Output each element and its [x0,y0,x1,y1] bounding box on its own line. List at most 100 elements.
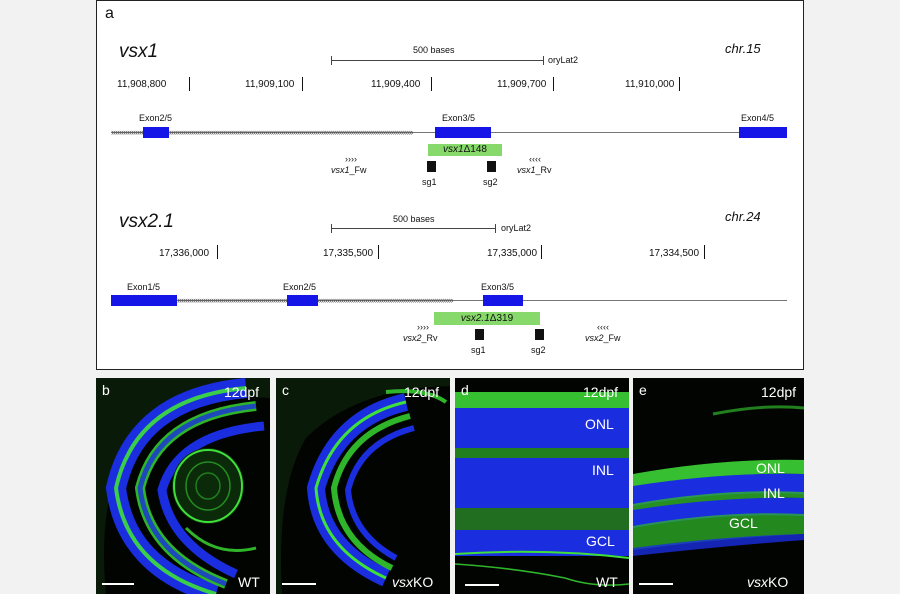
vsx1-sg1-marker [427,161,436,172]
vsx1-coord-tick [679,77,680,91]
micrograph-b-image [96,378,270,594]
vsx1-scale-bar [331,56,544,65]
vsx1-fw-primer-gene: vsx1 [331,165,350,175]
vsx2-chromosome: chr.24 [725,209,761,224]
vsx1-coord-tick [553,77,554,91]
vsx1-rv-primer: vsx1_Rv [517,165,552,175]
vsx2-deletion-gene: vsx2.1 [460,313,490,324]
vsx1-fw-arrows: ›››› [345,154,357,164]
vsx2-rv-primer-gene: vsx2 [403,333,422,343]
panel-b-genotype: WT [238,574,260,590]
vsx1-coord-1: 11,908,800 [117,79,167,90]
vsx1-exon3 [435,127,491,138]
vsx1-rv-primer-gene: vsx1 [517,165,536,175]
panel-letter-c: c [282,382,289,398]
vsx2-coord-tick [378,245,379,259]
vsx1-exon4-label: Exon4/5 [741,113,775,123]
vsx2-coord-1: 17,336,000 [159,248,210,259]
vsx1-coord-tick [302,77,303,91]
vsx2-rv-primer-suffix: _Rv [421,333,438,343]
micrograph-d-image [455,378,629,594]
micrograph-b-wt-eye: b 12dpf WT [96,378,270,594]
vsx1-coord-tick [431,77,432,91]
panel-e-gcl-label: GCL [729,515,758,531]
micrograph-c-image [276,378,450,594]
gene-structure-panel: a vsx1 chr.15 500 bases oryLat2 11,908,8… [96,0,804,370]
panel-b-scale-bar [102,583,134,585]
panel-letter-d: d [461,382,469,398]
panel-e-inl-label: INL [763,485,785,501]
vsx1-assembly: oryLat2 [548,55,579,65]
vsx2-exon2-label: Exon2/5 [283,282,317,292]
panel-d-gcl-label: GCL [586,533,615,549]
vsx2-sg2-label: sg2 [531,345,546,355]
vsx2-fw-arrows: ‹‹‹‹ [597,322,609,332]
vsx2-coord-3: 17,335,000 [487,248,538,259]
panel-d-genotype: WT [596,574,618,590]
vsx1-coord-2: 11,909,100 [245,79,295,90]
panel-e-scale-bar [639,583,673,585]
vsx1-exon3-label: Exon3/5 [442,113,476,123]
micrograph-d-wt-retina: d 12dpf ONL INL GCL WT [455,378,629,594]
vsx1-coord-4: 11,909,700 [497,79,547,90]
vsx2-strand-arrows: ››››››››››››››››››››››››››››››››››››››››… [177,296,787,305]
vsx1-exon2-label: Exon2/5 [139,113,173,123]
vsx1-deletion-bar: vsx1Δ148 [428,144,502,156]
vsx1-sg2-label: sg2 [483,177,498,187]
vsx1-fw-primer-suffix: _Fw [349,165,367,175]
vsx2-coord-4: 17,334,500 [649,248,700,259]
vsx1-chromosome: chr.15 [725,41,761,56]
panel-c-scale-bar [282,583,316,585]
panel-c-genotype: vsxKO [392,574,433,590]
vsx1-coord-tick [189,77,190,91]
vsx2-sg1-label: sg1 [471,345,486,355]
panel-c-genotype-prefix: vsx [392,574,413,590]
panel-d-onl-label: ONL [585,416,614,432]
vsx1-exon2 [143,127,169,138]
micrograph-e-vsxko-retina: e 12dpf ONL INL GCL vsxKO [633,378,804,594]
vsx2-exon1-label: Exon1/5 [127,282,161,292]
vsx2-exon1 [111,295,177,306]
vsx1-deletion-size: Δ148 [463,144,487,155]
vsx1-sg1-label: sg1 [422,177,437,187]
panel-b-age: 12dpf [224,384,260,400]
vsx2-coord-tick [541,245,542,259]
vsx2-exon3-label: Exon3/5 [481,282,515,292]
vsx2-coord-tick [217,245,218,259]
vsx1-deletion-gene: vsx1 [443,144,464,155]
panel-letter-a: a [105,5,114,22]
panel-e-age: 12dpf [761,384,797,400]
vsx2-sg1-marker [475,329,484,340]
vsx2-scale-label: 500 bases [393,214,435,224]
vsx1-coord-5: 11,910,000 [625,79,675,90]
micrograph-c-vsxko-eye: c 12dpf vsxKO [276,378,450,594]
vsx2-fw-primer-suffix: _Fw [603,333,621,343]
vsx1-strand-arrows: ››››››››››››››››››››››››››››››››››››››››… [111,128,414,137]
vsx2-assembly: oryLat2 [501,223,532,233]
panel-e-onl-label: ONL [756,460,785,476]
panel-d-scale-bar [465,584,499,586]
panel-c-age: 12dpf [404,384,440,400]
panel-e-genotype: vsxKO [747,574,788,590]
vsx2-fw-primer-gene: vsx2 [585,333,604,343]
vsx2-exon3 [483,295,523,306]
vsx1-gene-label: vsx1 [119,41,159,62]
vsx2-exon2 [287,295,318,306]
vsx1-sg2-marker [487,161,496,172]
panel-letter-e: e [639,382,647,398]
vsx2-sg2-marker [535,329,544,340]
micrograph-e-image [633,378,804,594]
panel-d-inl-label: INL [592,462,614,478]
vsx2-deletion-bar: vsx2.1Δ319 [434,312,540,325]
vsx1-fw-primer: vsx1_Fw [331,165,367,175]
vsx2-fw-primer: vsx2_Fw [585,333,621,343]
panel-letter-b: b [102,382,110,398]
vsx2-coord-2: 17,335,500 [323,248,374,259]
vsx2-coord-tick [704,245,705,259]
vsx2-deletion-size: Δ319 [489,313,514,324]
vsx2-intron-track [111,300,787,301]
vsx1-exon4 [739,127,787,138]
vsx1-rv-arrows: ‹‹‹‹ [529,154,541,164]
panel-d-age: 12dpf [583,384,619,400]
vsx2-rv-arrows: ›››› [417,322,429,332]
